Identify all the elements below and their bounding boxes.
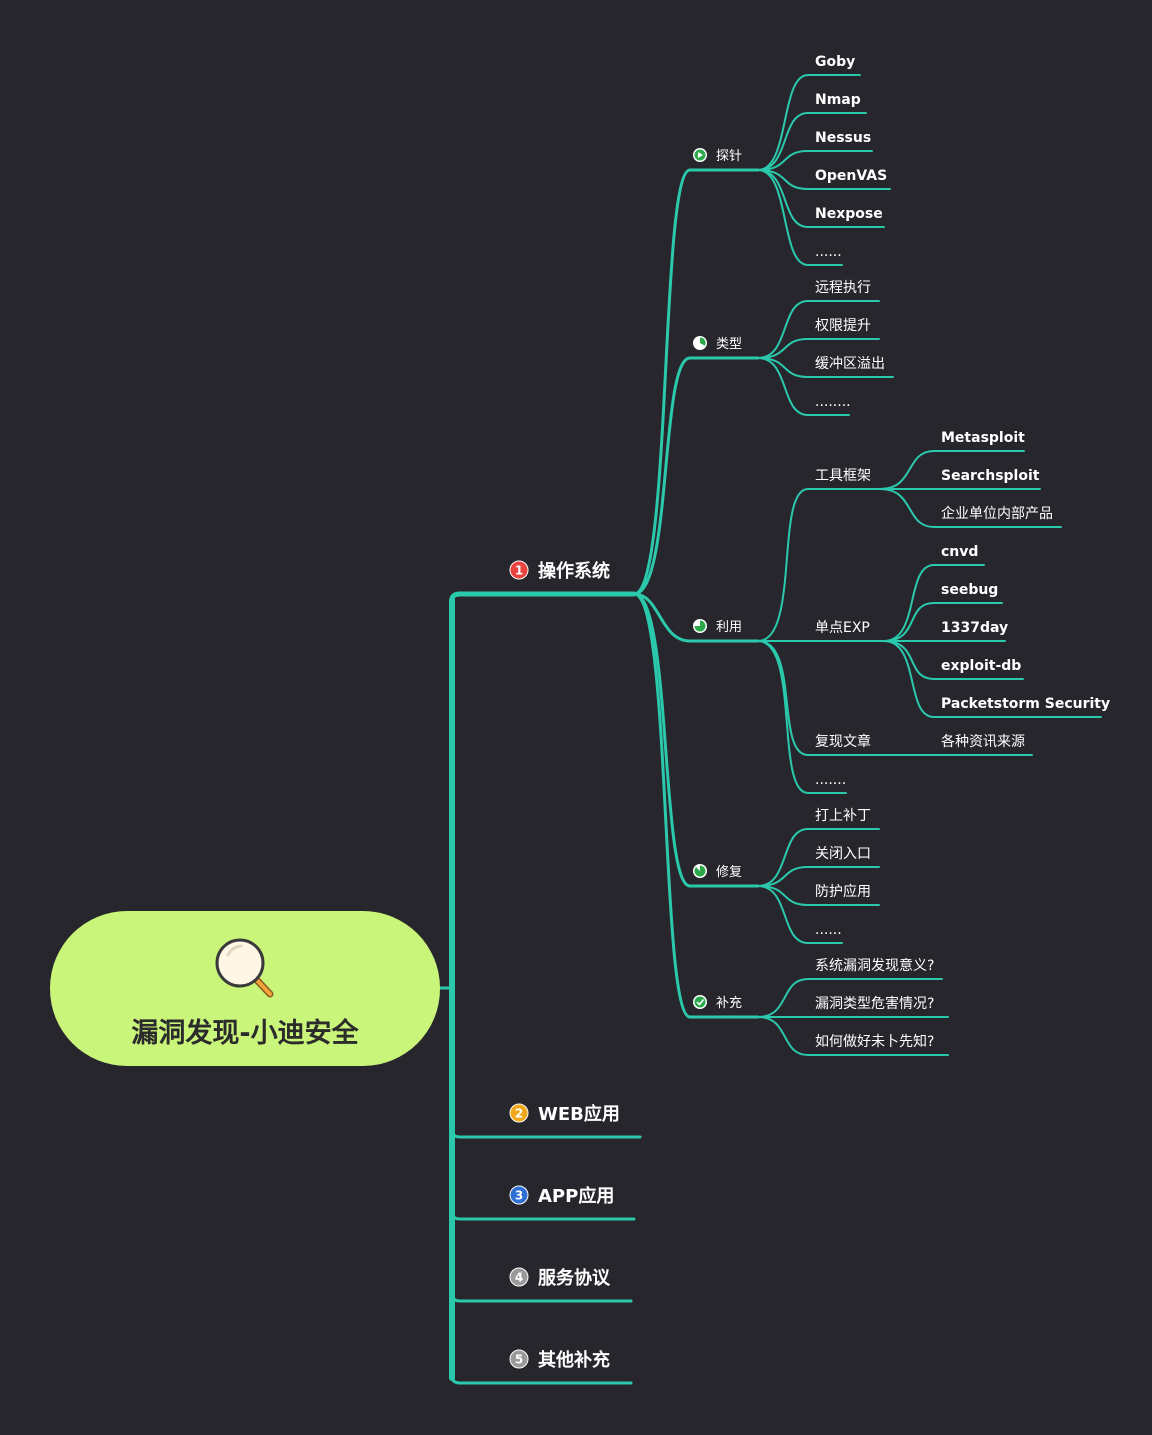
node-label: 类型: [716, 337, 742, 352]
link-probe: [632, 168, 760, 596]
leaf-internal-products[interactable]: 企业单位内部产品: [941, 505, 1053, 522]
root-title: 漏洞发现-小迪安全: [131, 1017, 359, 1049]
repair-items: 打上补丁 关闭入口 防护应用 ......: [815, 807, 871, 938]
leaf-openvas[interactable]: OpenVAS: [815, 168, 887, 184]
node-types[interactable]: 类型: [693, 336, 742, 352]
leaf-metasploit[interactable]: Metasploit: [941, 430, 1025, 446]
node-articles[interactable]: 复现文章: [815, 733, 871, 750]
repair-links: [757, 828, 880, 944]
probe-links: [757, 74, 891, 266]
node-repair[interactable]: 修复: [693, 864, 742, 880]
branch-service[interactable]: 4 服务协议: [509, 1267, 611, 1289]
branch-3-line: [450, 1210, 636, 1221]
leaf-nexpose[interactable]: Nexpose: [815, 206, 883, 222]
node-extra[interactable]: 补充: [693, 995, 742, 1011]
progress-pie-icon: [693, 864, 707, 878]
extra-items: 系统漏洞发现意义? 漏洞类型危害情况? 如何做好未卜先知?: [815, 957, 934, 1050]
leaf-more[interactable]: ........: [815, 394, 851, 410]
node-label: 利用: [716, 620, 742, 635]
leaf-nmap[interactable]: Nmap: [815, 92, 861, 108]
node-label: 探针: [716, 149, 742, 164]
branch-2-line: [450, 1128, 642, 1139]
leaf-more[interactable]: ......: [815, 244, 842, 260]
types-items: 远程执行 权限提升 缓冲区溢出 ........: [815, 280, 885, 410]
leaf-seebug[interactable]: seebug: [941, 582, 998, 598]
magnifier-icon: [215, 938, 274, 998]
node-single-exp[interactable]: 单点EXP: [815, 620, 870, 636]
leaf-more[interactable]: ......: [815, 922, 842, 938]
link-repair: [632, 592, 760, 888]
leaf-packetstorm[interactable]: Packetstorm Security: [941, 696, 1110, 712]
leaf-foresight[interactable]: 如何做好未卜先知?: [815, 1033, 934, 1050]
leaf-more[interactable]: .......: [815, 772, 846, 788]
leaf-remote-exec[interactable]: 远程执行: [815, 280, 871, 296]
branch-label: APP应用: [538, 1185, 614, 1207]
progress-pie-icon: [693, 619, 707, 633]
leaf-cnvd[interactable]: cnvd: [941, 544, 978, 560]
connectors: [438, 74, 1102, 1385]
branch-web[interactable]: 2 WEB应用: [509, 1103, 620, 1125]
link-exploit: [632, 592, 760, 643]
branch-os[interactable]: 1 操作系统: [509, 560, 610, 582]
leaf-privesc[interactable]: 权限提升: [815, 318, 871, 334]
play-icon: [693, 148, 707, 162]
badge-number: 5: [515, 1353, 523, 1367]
leaf-patch[interactable]: 打上补丁: [815, 807, 871, 824]
leaf-searchsploit[interactable]: Searchsploit: [941, 468, 1040, 484]
badge-number: 2: [515, 1107, 523, 1121]
exploit-links: [757, 450, 1102, 794]
branch-app[interactable]: 3 APP应用: [509, 1185, 614, 1207]
link-extra: [632, 592, 760, 1019]
branch-1-line: [449, 591, 637, 603]
branch-label: 操作系统: [538, 560, 610, 582]
badge-number: 3: [515, 1189, 523, 1203]
number-5-icon: [509, 1349, 529, 1369]
branch-label: WEB应用: [538, 1103, 620, 1125]
node-label: 修复: [716, 865, 742, 880]
node-probe[interactable]: 探针: [693, 148, 742, 164]
branch-4-line: [450, 1292, 633, 1303]
leaf-significance[interactable]: 系统漏洞发现意义?: [815, 957, 934, 974]
checkmark-icon: [693, 995, 707, 1009]
badge-number: 1: [515, 564, 523, 578]
root-bubble: [50, 911, 440, 1066]
branch-other[interactable]: 5 其他补充: [509, 1349, 610, 1371]
node-exploit[interactable]: 利用: [693, 619, 742, 635]
branch-label: 服务协议: [538, 1267, 611, 1289]
number-2-icon: [509, 1103, 529, 1123]
leaf-close-entry[interactable]: 关闭入口: [815, 846, 871, 862]
leaf-protection[interactable]: 防护应用: [815, 883, 871, 900]
leaf-severity[interactable]: 漏洞类型危害情况?: [815, 996, 934, 1012]
node-label: 补充: [716, 995, 742, 1011]
root-node[interactable]: 漏洞发现-小迪安全: [50, 911, 440, 1066]
leaf-exploit-db[interactable]: exploit-db: [941, 658, 1021, 674]
leaf-1337day[interactable]: 1337day: [941, 620, 1008, 636]
number-1-icon: [509, 560, 529, 580]
branch-label: 其他补充: [538, 1349, 610, 1371]
badge-number: 4: [515, 1271, 523, 1285]
number-3-icon: [509, 1185, 529, 1205]
leaf-news-sources[interactable]: 各种资讯来源: [941, 734, 1025, 750]
node-framework[interactable]: 工具框架: [815, 468, 871, 484]
probe-items: Goby Nmap Nessus OpenVAS Nexpose ......: [815, 54, 887, 260]
leaf-goby[interactable]: Goby: [815, 54, 855, 70]
branch-5-line: [450, 1374, 633, 1385]
exploit-items: 工具框架 单点EXP 复现文章 ....... Metasploit Searc…: [815, 430, 1110, 788]
number-4-icon: [509, 1267, 529, 1287]
extra-links: [757, 978, 949, 1056]
link-types: [632, 356, 760, 596]
leaf-nessus[interactable]: Nessus: [815, 130, 871, 146]
leaf-overflow[interactable]: 缓冲区溢出: [815, 356, 885, 372]
progress-pie-icon: [693, 336, 707, 350]
types-links: [757, 300, 894, 416]
